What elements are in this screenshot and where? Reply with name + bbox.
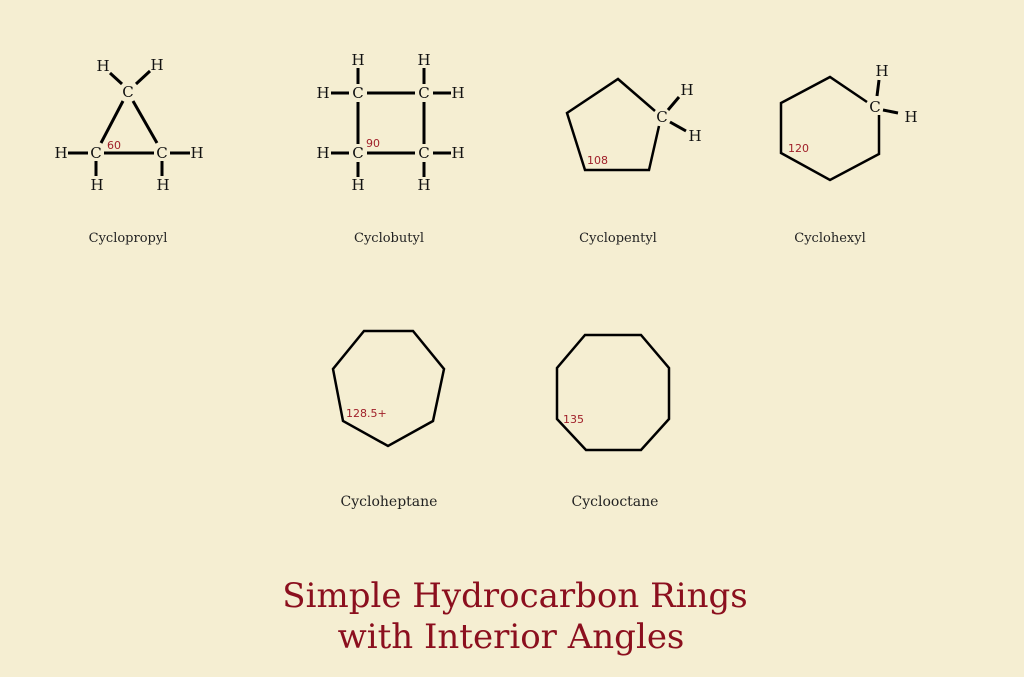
- interior-angle-label: 108: [587, 154, 608, 167]
- hydrogen-atom: H: [190, 144, 203, 162]
- carbon-atom: C: [122, 83, 133, 101]
- carbon-atom: C: [418, 84, 429, 102]
- hydrogen-atom: H: [316, 84, 329, 102]
- carbon-atom: C: [869, 98, 880, 116]
- hydrogen-atom: H: [90, 176, 103, 194]
- hydrogen-atom: H: [351, 176, 364, 194]
- hydrogen-atom: H: [417, 51, 430, 69]
- hydrogen-atom: H: [875, 62, 888, 80]
- interior-angle-label: 120: [788, 142, 809, 155]
- carbon-atom: C: [156, 144, 167, 162]
- diagram-title-line-1: Simple Hydrocarbon Rings: [282, 576, 747, 616]
- molecule-name: Cycloheptane: [341, 494, 438, 510]
- hydrogen-atom: H: [54, 144, 67, 162]
- hydrogen-atom: H: [417, 176, 430, 194]
- diagram-title-line-2: with Interior Angles: [338, 617, 685, 657]
- cyclohexyl-structure: C H H 120 Cyclohexyl: [779, 62, 918, 246]
- molecule-name: Cyclooctane: [572, 494, 659, 510]
- hydrogen-atom: H: [680, 81, 693, 99]
- hydrogen-atom: H: [451, 144, 464, 162]
- hydrogen-atom: H: [688, 127, 701, 145]
- carbon-atom: C: [90, 144, 101, 162]
- interior-angle-label: 135: [563, 413, 584, 426]
- hydrogen-atom: H: [351, 51, 364, 69]
- molecule-name: Cyclopentyl: [579, 231, 657, 246]
- carbon-atom: C: [352, 84, 363, 102]
- cycloheptane-structure: 128.5+ Cycloheptane: [331, 329, 446, 510]
- cyclopropyl-structure: C C C H H H H H H 60 Cyclopropyl: [54, 56, 203, 246]
- interior-angle-label: 90: [366, 137, 380, 150]
- interior-angle-label: 128.5+: [346, 407, 387, 420]
- cyclobutyl-structure: C C C C H H H H H H H H 90 Cyclobutyl: [316, 51, 464, 246]
- molecule-name: Cyclopropyl: [89, 231, 168, 246]
- hydrogen-atom: H: [316, 144, 329, 162]
- hydrogen-atom: H: [96, 57, 109, 75]
- molecule-name: Cyclohexyl: [794, 231, 865, 246]
- carbon-atom: C: [352, 144, 363, 162]
- molecule-name: Cyclobutyl: [354, 231, 424, 246]
- hydrogen-atom: H: [150, 56, 163, 74]
- hydrogen-atom: H: [451, 84, 464, 102]
- cyclooctane-structure: 135 Cyclooctane: [555, 333, 671, 510]
- carbon-atom: C: [656, 108, 667, 126]
- cyclopentyl-structure: C H H 108 Cyclopentyl: [565, 77, 702, 246]
- hydrogen-atom: H: [156, 176, 169, 194]
- carbon-atom: C: [418, 144, 429, 162]
- interior-angle-label: 60: [107, 139, 121, 152]
- hydrogen-atom: H: [904, 108, 917, 126]
